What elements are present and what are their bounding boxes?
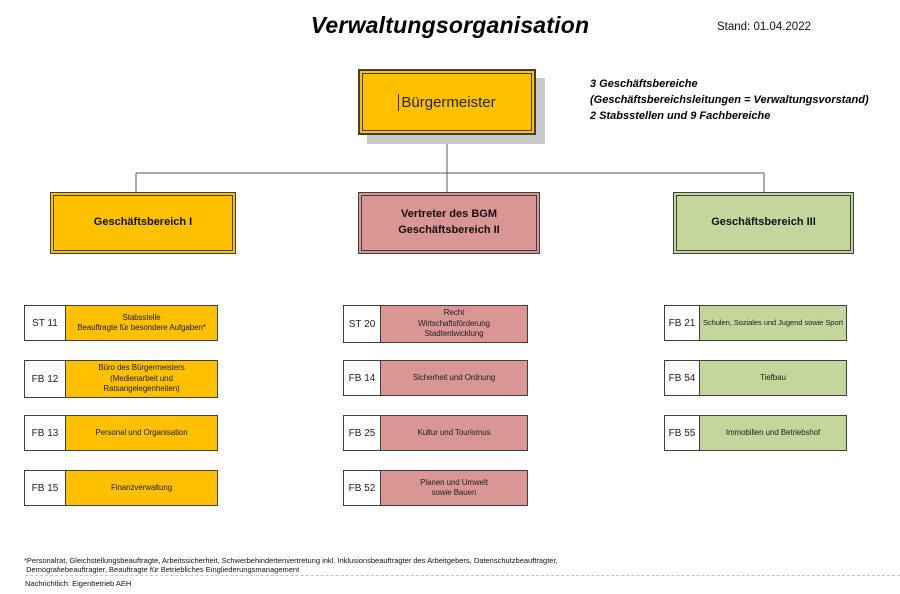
stand-date: Stand: 01.04.2022	[717, 21, 811, 33]
org-row-st11: ST 11 Stabsstelle Beauftragte für besond…	[24, 305, 218, 341]
org-row-fb15: FB 15 Finanzverwaltung	[24, 470, 218, 506]
org-label: Immobilien und Betriebshof	[699, 415, 847, 451]
org-row-fb54: FB 54 Tiefbau	[664, 360, 847, 396]
root-box-buergermeister: Bürgermeister	[358, 69, 536, 135]
org-label: Schulen, Soziales und Jugend sowie Sport	[699, 305, 847, 341]
org-label: Kultur und Tourismus	[380, 415, 528, 451]
root-box-label: Bürgermeister	[401, 93, 496, 111]
branch-box-inner: Vertreter des BGM Geschäftsbereich II	[361, 195, 537, 251]
org-row-fb14: FB 14 Sicherheit und Ordnung	[343, 360, 528, 396]
org-row-fb21: FB 21 Schulen, Soziales und Jugend sowie…	[664, 305, 847, 341]
org-row-fb55: FB 55 Immobilien und Betriebshof	[664, 415, 847, 451]
org-row-fb52: FB 52 Planen und Umwelt sowie Bauen	[343, 470, 528, 506]
org-code: FB 13	[24, 415, 66, 451]
page-title: Verwaltungsorganisation	[310, 12, 590, 38]
org-code: FB 55	[664, 415, 700, 451]
branch-box-geschaeftsbereich-3: Geschäftsbereich III	[673, 192, 854, 254]
branch-box-inner: Geschäftsbereich I	[53, 195, 233, 251]
org-label: Recht Wirtschaftsförderung Stadtentwickl…	[380, 305, 528, 343]
branch-label: Geschäftsbereich I	[93, 216, 193, 229]
branch-box-inner: Geschäftsbereich III	[676, 195, 851, 251]
org-row-fb13: FB 13 Personal und Organisation	[24, 415, 218, 451]
branch-box-geschaeftsbereich-2: Vertreter des BGM Geschäftsbereich II	[358, 192, 540, 254]
footnote: *Personalrat, Gleichstellungsbeauftragte…	[24, 556, 558, 575]
root-box-inner: Bürgermeister	[362, 73, 532, 131]
org-code: FB 14	[343, 360, 381, 396]
org-code: FB 21	[664, 305, 700, 341]
org-row-fb12: FB 12 Büro des Bürgermeisters (Medienarb…	[24, 360, 218, 398]
org-code: FB 54	[664, 360, 700, 396]
info-note: 3 Geschäftsbereiche (Geschäftsbereichsle…	[590, 78, 869, 122]
branch-label: Vertreter des BGM Geschäftsbereich II	[398, 208, 500, 236]
org-row-st20: ST 20 Recht Wirtschaftsförderung Stadten…	[343, 305, 528, 343]
org-label: Finanzverwaltung	[65, 470, 218, 506]
org-label: Tiefbau	[699, 360, 847, 396]
org-code: FB 12	[24, 360, 66, 398]
branch-label: Geschäftsbereich III	[711, 216, 816, 229]
org-row-fb25: FB 25 Kultur und Tourismus	[343, 415, 528, 451]
root-box-label-wrap: Bürgermeister	[398, 93, 496, 111]
org-code: FB 15	[24, 470, 66, 506]
org-label: Planen und Umwelt sowie Bauen	[380, 470, 528, 506]
org-label: Büro des Bürgermeisters (Medienarbeit un…	[65, 360, 218, 398]
nachrichtlich-note: Nachrichtlich: Eigenbetrieb AEH	[25, 579, 132, 588]
connector-group	[135, 136, 765, 192]
text-cursor-caret	[398, 93, 400, 111]
org-label: Stabsstelle Beauftragte für besondere Au…	[65, 305, 218, 341]
branch-box-geschaeftsbereich-1: Geschäftsbereich I	[50, 192, 236, 254]
org-code: ST 11	[24, 305, 66, 341]
org-code: ST 20	[343, 305, 381, 343]
org-code: FB 25	[343, 415, 381, 451]
org-label: Personal und Organisation	[65, 415, 218, 451]
org-code: FB 52	[343, 470, 381, 506]
org-label: Sicherheit und Ordnung	[380, 360, 528, 396]
page-break-line	[25, 575, 900, 576]
